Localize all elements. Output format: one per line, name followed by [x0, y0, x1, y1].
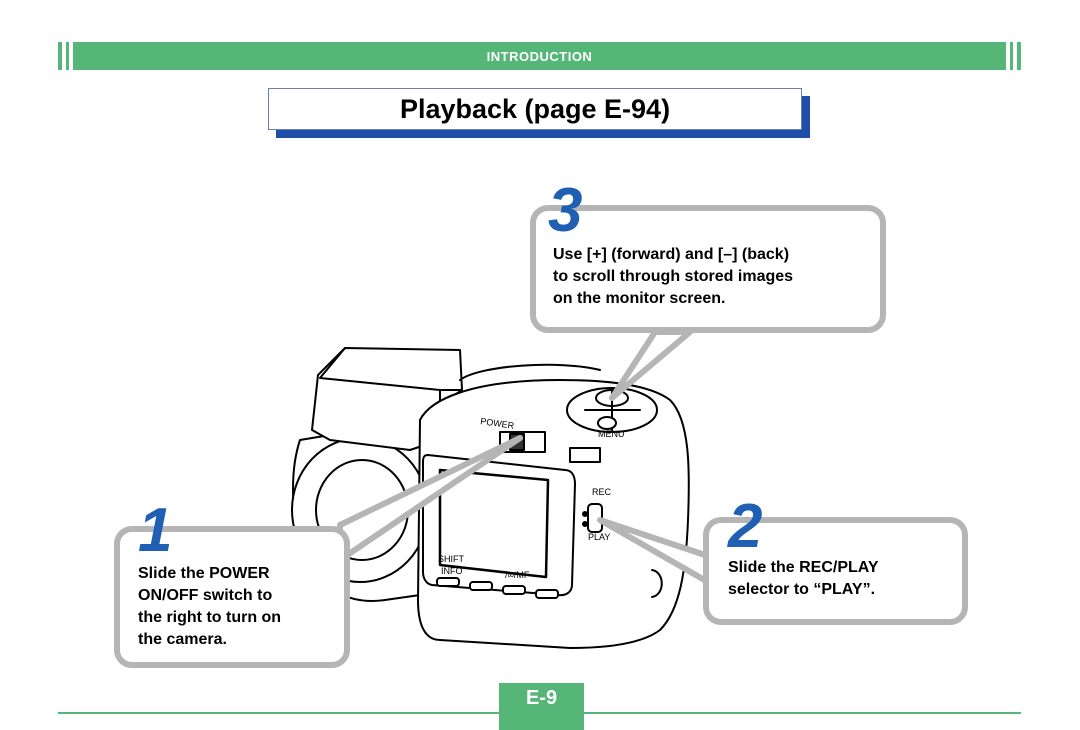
step-2-line: Slide the REC/PLAY	[728, 559, 879, 576]
step-3-line: Use [+] (forward) and [–] (back)	[553, 246, 790, 263]
callout-step-1	[114, 526, 350, 668]
svg-text:/∞/MF: /∞/MF	[505, 570, 530, 580]
step-1-line: ON/OFF switch to	[138, 587, 273, 604]
step-1-line: the camera.	[138, 631, 227, 648]
step-3-line: to scroll through stored images	[553, 268, 794, 285]
page-number-tab: E-9	[499, 683, 584, 730]
svg-text:POWER: POWER	[480, 416, 516, 431]
svg-text:SHIFT: SHIFT	[438, 554, 465, 564]
step-1-text: Slide the POWER ON/OFF switch to the rig…	[138, 563, 281, 651]
callout-step-3	[530, 205, 886, 333]
step-number-1: 1	[138, 496, 173, 565]
step-2-line: selector to “PLAY”.	[728, 581, 876, 598]
step-1-line: Slide the POWER	[138, 565, 270, 582]
step-2-text: Slide the REC/PLAY selector to “PLAY”.	[728, 557, 879, 601]
svg-text:INFO: INFO	[441, 566, 463, 576]
bar-end-decoration	[58, 42, 62, 70]
step-number-3: 3	[548, 176, 583, 245]
page-number: E-9	[525, 686, 558, 709]
section-title: INTRODUCTION	[486, 48, 593, 64]
bar-end-decoration	[1010, 42, 1013, 70]
step-3-line: on the monitor screen.	[553, 290, 726, 307]
step-3-text: Use [+] (forward) and [–] (back) to scro…	[553, 244, 793, 310]
svg-text:REC: REC	[592, 487, 612, 497]
section-header: INTRODUCTION	[73, 42, 1006, 70]
page-title: Playback (page E-94)	[399, 93, 671, 124]
bar-end-decoration	[66, 42, 69, 70]
step-1-line: the right to turn on	[138, 609, 282, 626]
bar-end-decoration	[1017, 42, 1021, 70]
svg-text:MENU: MENU	[598, 429, 625, 439]
svg-text:PLAY: PLAY	[588, 532, 610, 542]
section-header-bar: INTRODUCTION	[58, 42, 1021, 70]
page-title-box: Playback (page E-94)	[268, 88, 802, 130]
step-number-2: 2	[728, 492, 763, 561]
callout-step-2	[703, 517, 968, 625]
